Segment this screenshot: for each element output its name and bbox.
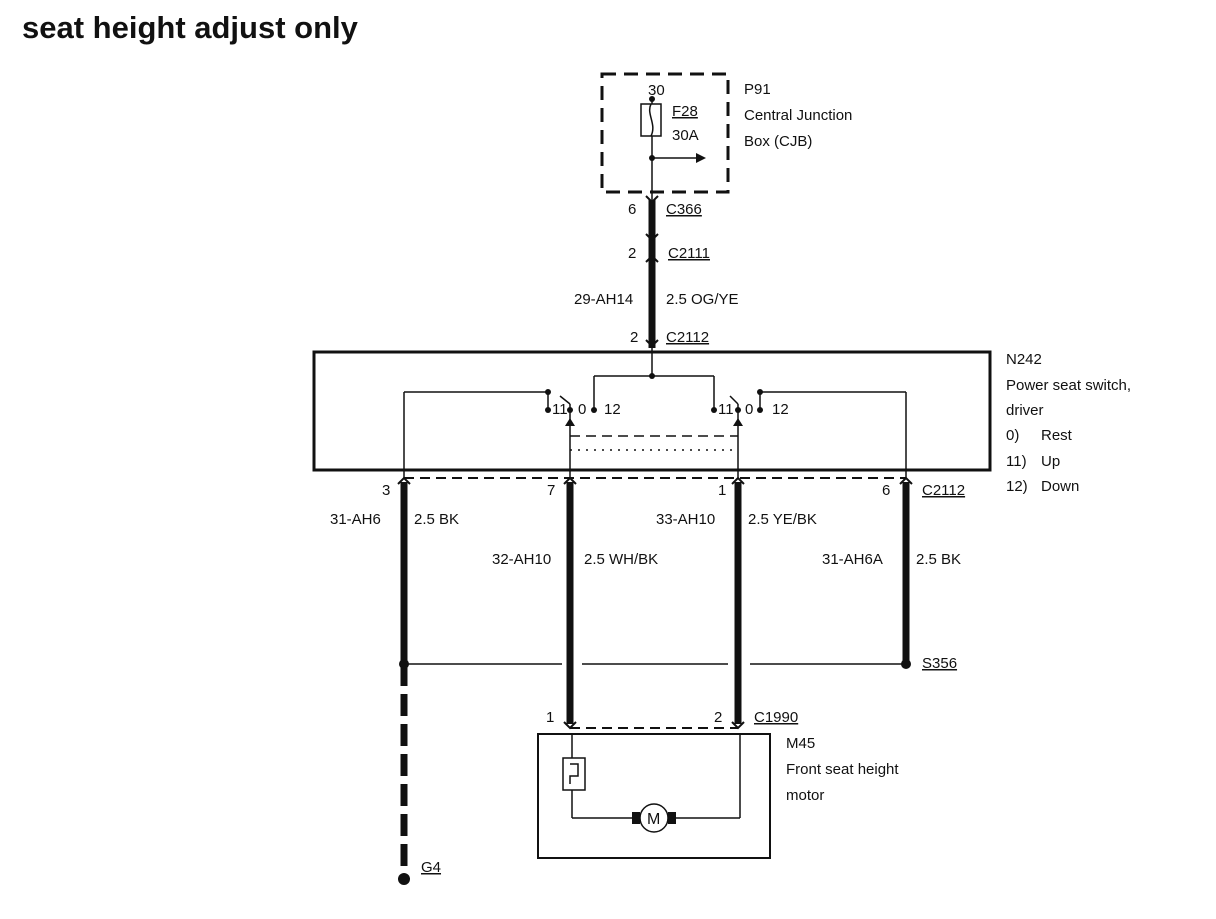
wire-31-ah6a-circuit: 31-AH6A	[822, 551, 883, 568]
ground-label: G4	[421, 859, 441, 876]
c1990-pin-2: 2	[714, 709, 722, 726]
position-12-label: Down	[1041, 478, 1079, 495]
motor-icon: M	[632, 803, 676, 833]
switch-name-line2: driver	[1006, 402, 1044, 419]
splice-label: S356	[922, 655, 957, 672]
wire-33-ah10-circuit: 33-AH10	[656, 511, 715, 528]
position-12-num: 12)	[1006, 478, 1028, 495]
motor-id-label: M45	[786, 735, 815, 752]
motor-symbol: M	[647, 811, 660, 828]
right-contact-12: 12	[772, 401, 789, 418]
c1990-label: C1990	[754, 709, 798, 726]
ground-icon	[398, 873, 410, 885]
fuse-icon	[640, 103, 662, 137]
wire-31-ah6a-spec: 2.5 BK	[916, 551, 961, 568]
motor-internal-wiring	[571, 734, 741, 819]
motor-name-line2: motor	[786, 787, 824, 804]
position-0-num: 0)	[1006, 427, 1019, 444]
left-contact-12: 12	[604, 401, 621, 418]
motor-name-line1: Front seat height	[786, 761, 899, 778]
wire-33-ah10-spec: 2.5 YE/BK	[748, 511, 817, 528]
switch-name-line1: Power seat switch,	[1006, 377, 1131, 394]
splice-dot-left	[399, 659, 409, 669]
left-contact-11: 11	[552, 401, 568, 418]
c2112-top-pin-label: 2	[630, 329, 638, 346]
motor-box	[537, 733, 771, 859]
wire-32-ah10-circuit: 32-AH10	[492, 551, 551, 568]
switch-positions-legend: 0) Rest 11) Up 12) Down	[1006, 427, 1079, 495]
wire-32-ah10-spec: 2.5 WH/BK	[584, 551, 658, 568]
cjb-id-label: P91	[744, 81, 771, 98]
diagram-title: seat height adjust only	[22, 10, 359, 45]
position-0-label: Rest	[1041, 427, 1073, 444]
c1990-pin-1: 1	[546, 709, 554, 726]
c2111-label: C2111	[668, 245, 710, 262]
c2112-pin-1: 1	[718, 482, 726, 499]
position-11-label: Up	[1041, 453, 1060, 470]
c2111-pin-label: 2	[628, 245, 636, 262]
cjb-name-line1: Central Junction	[744, 107, 852, 124]
splice-dot-right	[901, 659, 911, 669]
switch-id-label: N242	[1006, 351, 1042, 368]
c2112-pin-6: 6	[882, 482, 890, 499]
cjb-name-line2: Box (CJB)	[744, 133, 812, 150]
right-contact-0: 0	[745, 401, 753, 418]
c2112-bottom-label: C2112	[922, 482, 965, 499]
c2112-pin-7: 7	[547, 482, 555, 499]
left-contact-0: 0	[578, 401, 586, 418]
wire-31-ah6-circuit: 31-AH6	[330, 511, 381, 528]
cjb-box	[600, 72, 730, 194]
cjb-pin-label: 30	[648, 82, 665, 99]
feed-wire-spec: 2.5 OG/YE	[666, 291, 739, 308]
position-11-num: 11)	[1006, 453, 1027, 470]
feed-wire-circuit: 29-AH14	[574, 291, 633, 308]
c366-label: C366	[666, 201, 702, 218]
c366-pin-label: 6	[628, 201, 636, 218]
switch-internal-wiring	[403, 348, 907, 478]
thermal-breaker-icon	[562, 757, 586, 791]
c2112-pin-3: 3	[382, 482, 390, 499]
fuse-rating-label: 30A	[672, 127, 699, 144]
arrow-right-icon	[696, 153, 706, 163]
c2112-top-label: C2112	[666, 329, 709, 346]
wire-31-ah6-spec: 2.5 BK	[414, 511, 459, 528]
right-contact-11: 11	[718, 401, 734, 418]
fuse-id-label: F28	[672, 103, 698, 120]
